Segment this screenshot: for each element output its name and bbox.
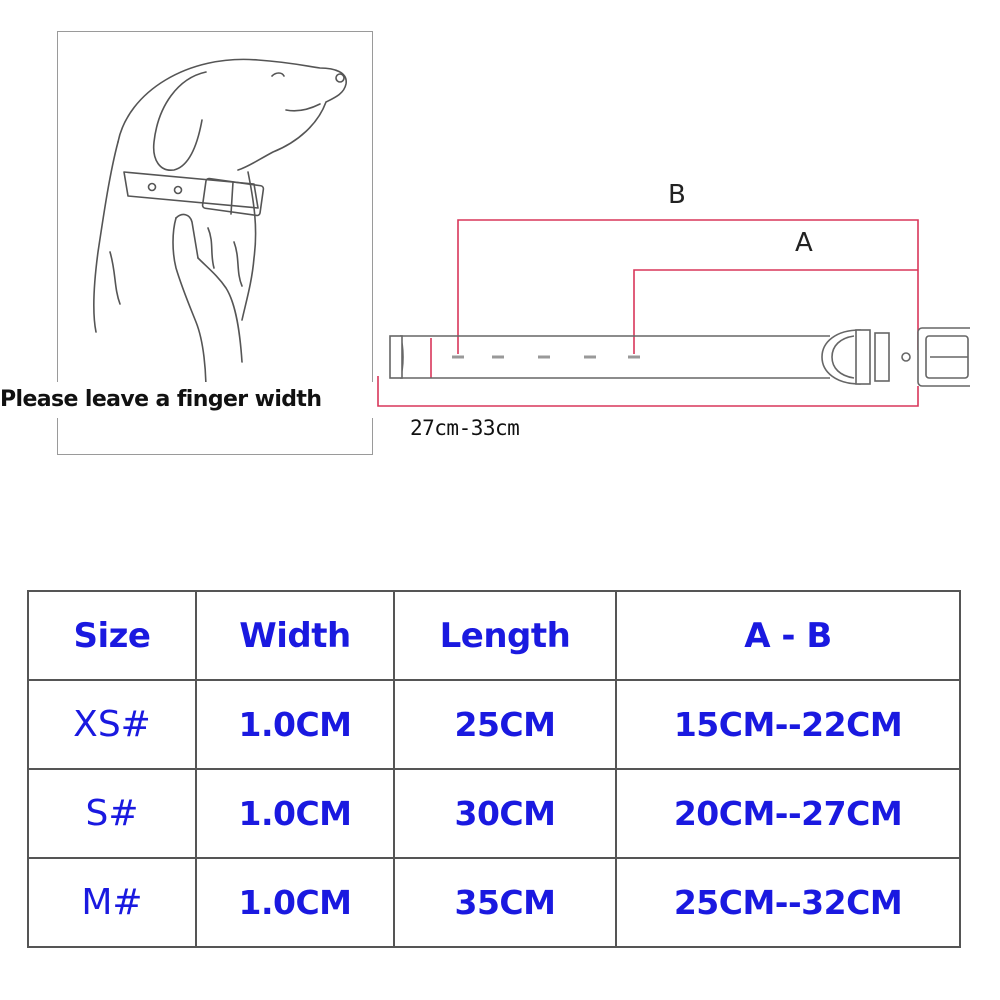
- finger-width-note: Please leave a finger width: [0, 382, 380, 418]
- dimension-a-line: [633, 269, 918, 354]
- header-a-b: A - B: [615, 590, 961, 681]
- cell-length: 30CM: [393, 768, 617, 859]
- cell-a-b: 20CM--27CM: [615, 768, 961, 859]
- collar-strap: [389, 335, 830, 379]
- dimension-lines: [377, 219, 919, 407]
- table-header-row: Size Width Length A - B: [27, 590, 961, 681]
- cell-length: 25CM: [393, 679, 617, 770]
- cell-width: 1.0CM: [195, 768, 395, 859]
- size-table: Size Width Length A - B XS# 1.0CM 25CM 1…: [27, 590, 961, 948]
- dimension-label-b: B: [668, 180, 686, 210]
- table-row: M# 1.0CM 35CM 25CM--32CM: [27, 857, 961, 948]
- collar-measurement-diagram: [377, 219, 970, 407]
- total-length-line: [377, 376, 919, 407]
- header-width: Width: [195, 590, 395, 681]
- table-row: S# 1.0CM 30CM 20CM--27CM: [27, 768, 961, 859]
- cell-size: S#: [27, 768, 197, 859]
- cell-width: 1.0CM: [195, 857, 395, 948]
- dog-collar-illustration: [93, 58, 347, 393]
- cell-size: M#: [27, 857, 197, 948]
- collar-buckle: [821, 327, 970, 387]
- header-length: Length: [393, 590, 617, 681]
- dimension-label-a: A: [795, 228, 813, 258]
- table-row: XS# 1.0CM 25CM 15CM--22CM: [27, 679, 961, 770]
- header-size: Size: [27, 590, 197, 681]
- cell-a-b: 25CM--32CM: [615, 857, 961, 948]
- cell-size: XS#: [27, 679, 197, 770]
- cell-length: 35CM: [393, 857, 617, 948]
- length-range-label: 27cm-33cm: [410, 416, 520, 440]
- cell-width: 1.0CM: [195, 679, 395, 770]
- cell-a-b: 15CM--22CM: [615, 679, 961, 770]
- dimension-b-line: [457, 219, 919, 354]
